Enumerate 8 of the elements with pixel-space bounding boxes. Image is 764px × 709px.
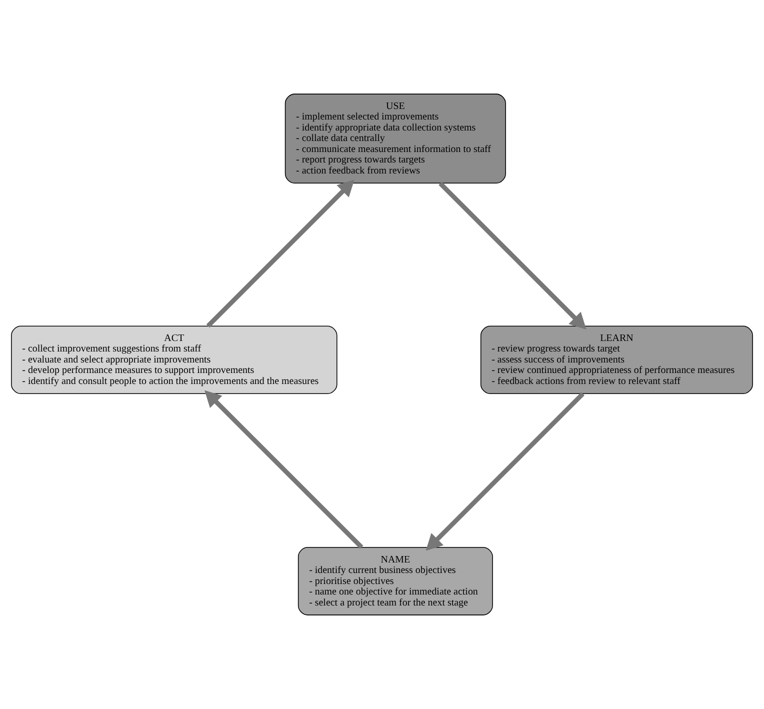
- arrow: [426, 392, 584, 551]
- node-box: USE - implement selected improvements - identify appropriate data collection systems - collate data centrally - communicate measurement information to staff - report progress towards targets - action feedback from reviews: [284, 94, 506, 184]
- node-box: ACT - collect improvement suggestions from staff - evaluate and select appropriate improvements - develop performance measures to support improvements - identify and consult people to action the improvements and the measures: [11, 326, 338, 394]
- arrow: [438, 182, 586, 330]
- arrow: [206, 180, 354, 328]
- arrow: [204, 390, 364, 549]
- node-box: LEARN - review progress towards target - assess success of improvements - review continued appropriateness of performance measures - feedback actions from review to relevant staff: [480, 326, 753, 394]
- node-box: NAME - identify current business objectives - prioritise objectives - name one objective for immediate action - select a project team for the next stage: [298, 547, 493, 616]
